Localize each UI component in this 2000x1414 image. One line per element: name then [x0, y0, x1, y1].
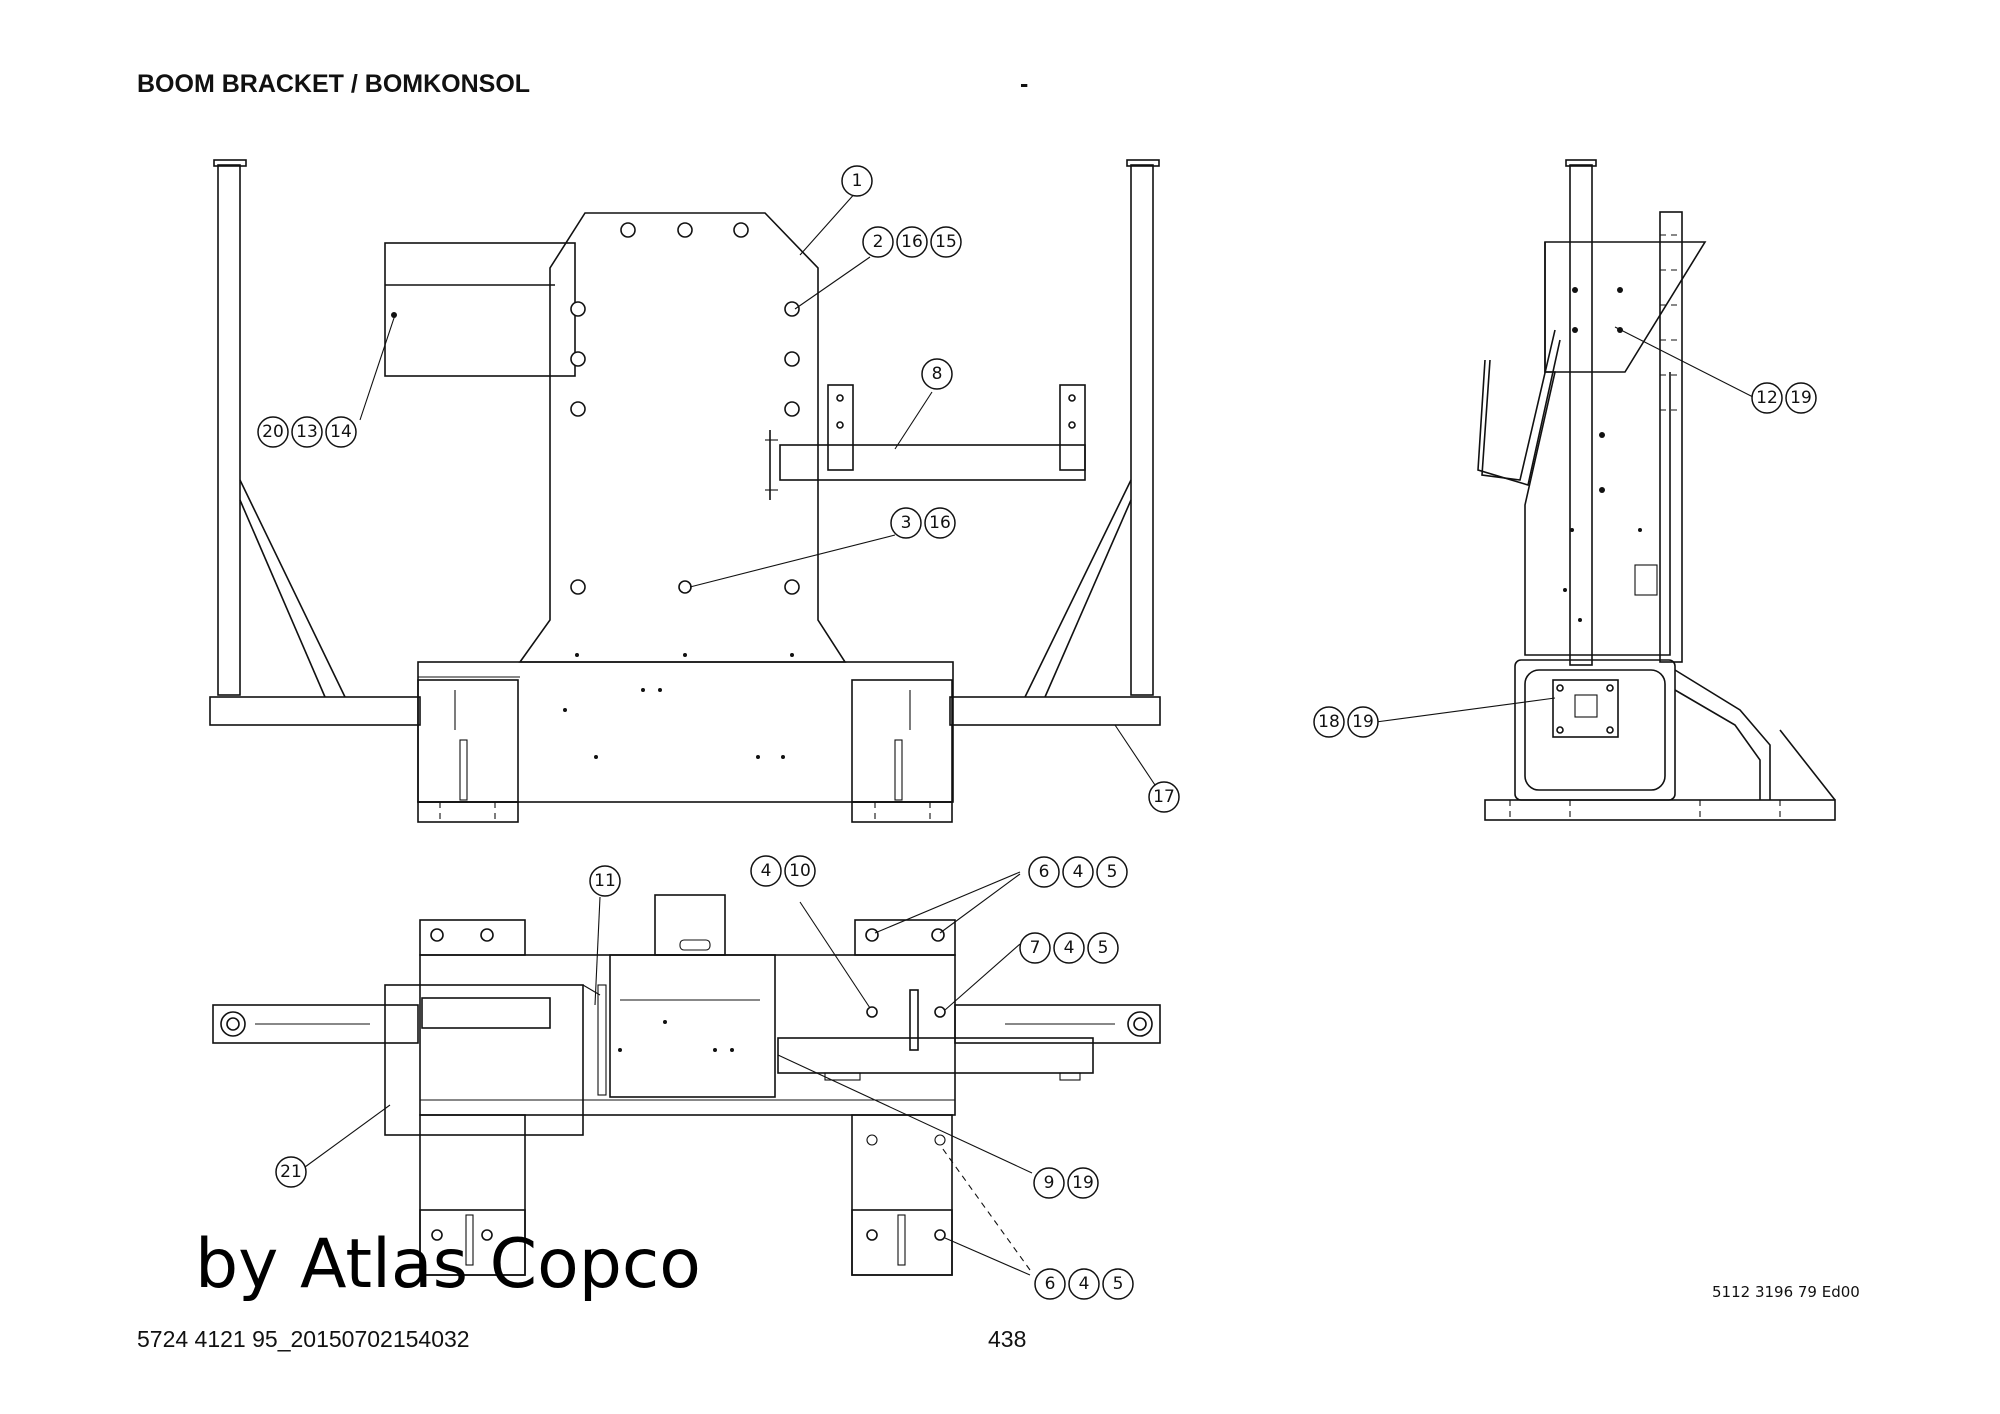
callout-17: 17 — [1148, 781, 1180, 813]
callout-7-4-5: 7 4 5 — [1019, 932, 1119, 964]
page-number: 438 — [988, 1326, 1027, 1352]
callout-label: 19 — [1352, 712, 1374, 732]
callout-label: 6 — [1039, 862, 1050, 882]
callout-label: 20 — [262, 422, 284, 442]
header-dash: - — [1020, 70, 1029, 98]
callout-label: 5 — [1098, 938, 1109, 958]
callout-6-4-5-bottom: 6 4 5 — [1034, 1268, 1134, 1300]
callout-label: 17 — [1153, 787, 1175, 807]
callout-1: 1 — [841, 165, 873, 197]
callout-label: 16 — [929, 513, 951, 533]
callout-4-10: 4 10 — [750, 855, 816, 887]
callout-12-19: 12 19 — [1751, 382, 1817, 414]
callout-20-13-14: 20 13 14 — [257, 416, 357, 448]
callout-label: 13 — [296, 422, 318, 442]
callout-label: 4 — [1073, 862, 1084, 882]
callout-label: 19 — [1072, 1173, 1094, 1193]
callout-11: 11 — [589, 865, 621, 897]
callout-label: 6 — [1045, 1274, 1056, 1294]
callout-label: 4 — [1064, 938, 1075, 958]
document-id: 5724 4121 95_20150702154032 — [137, 1326, 470, 1352]
page-title: BOOM BRACKET / BOMKONSOL — [137, 70, 531, 98]
callout-label: 1 — [852, 171, 863, 191]
side-view — [1375, 159, 1836, 821]
callout-label: 8 — [932, 364, 943, 384]
callout-label: 7 — [1030, 938, 1041, 958]
callout-label: 18 — [1318, 712, 1340, 732]
callout-label: 19 — [1790, 388, 1812, 408]
callout-21: 21 — [275, 1156, 307, 1188]
callout-9-19: 9 19 — [1033, 1167, 1099, 1199]
callout-label: 5 — [1113, 1274, 1124, 1294]
callout-label: 16 — [901, 232, 923, 252]
callout-label: 10 — [789, 861, 811, 881]
callout-label: 12 — [1756, 388, 1778, 408]
top-view — [212, 871, 1161, 1276]
callout-label: 21 — [280, 1162, 302, 1182]
callout-18-19: 18 19 — [1313, 706, 1379, 738]
callout-label: 9 — [1044, 1173, 1055, 1193]
drawing-number: 5112 3196 79 Ed00 — [1712, 1283, 1860, 1301]
front-view — [209, 159, 1161, 823]
callout-8: 8 — [921, 358, 953, 390]
callout-label: 4 — [1079, 1274, 1090, 1294]
callout-6-4-5-top: 6 4 5 — [1028, 856, 1128, 888]
callout-label: 15 — [935, 232, 957, 252]
callout-label: 3 — [901, 513, 912, 533]
callout-label: 4 — [761, 861, 772, 881]
callout-label: 5 — [1107, 862, 1118, 882]
callout-3-16: 3 16 — [890, 507, 956, 539]
callout-label: 14 — [330, 422, 352, 442]
callout-label: 11 — [594, 871, 616, 891]
watermark: by Atlas Copco — [195, 1225, 701, 1304]
callout-2-16-15: 2 16 15 — [862, 226, 962, 258]
callout-label: 2 — [873, 232, 884, 252]
